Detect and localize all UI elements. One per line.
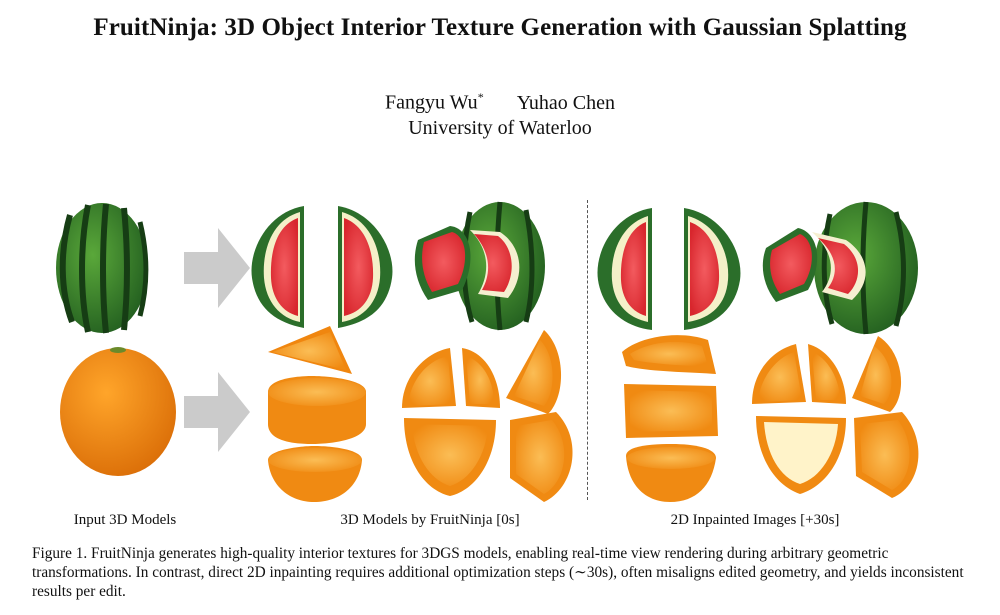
baseline-watermelon-wedge [762,201,918,335]
teaser-figure [56,201,919,502]
baseline-orange-slices [622,335,718,502]
ours-orange-slices [268,326,366,502]
ours-watermelon-halves [251,206,393,328]
figure-caption: Figure 1. FruitNinja generates high-qual… [32,545,964,600]
input-watermelon [56,203,149,334]
author-1: Fangyu Wu* [384,90,484,114]
paper-title: FruitNinja: 3D Object Interior Texture G… [93,14,907,41]
affiliation: University of Waterloo [408,117,592,139]
ours-orange-quarters [402,330,573,502]
column-divider [587,200,588,500]
author-2: Yuhao Chen [516,91,616,114]
author-list: Fangyu Wu* Yuhao Chen [0,90,1000,115]
label-input-models: Input 3D Models [73,512,177,528]
arrow-icon [184,372,250,452]
label-2d-inpainted: 2D Inpainted Images [+30s] [670,512,840,528]
baseline-watermelon-halves [597,208,741,330]
ours-watermelon-wedge [414,201,545,331]
baseline-orange-quarters [752,336,919,498]
input-orange [60,347,176,476]
arrow-icon [184,228,250,308]
label-fruitninja-models: 3D Models by FruitNinja [0s] [340,512,520,528]
